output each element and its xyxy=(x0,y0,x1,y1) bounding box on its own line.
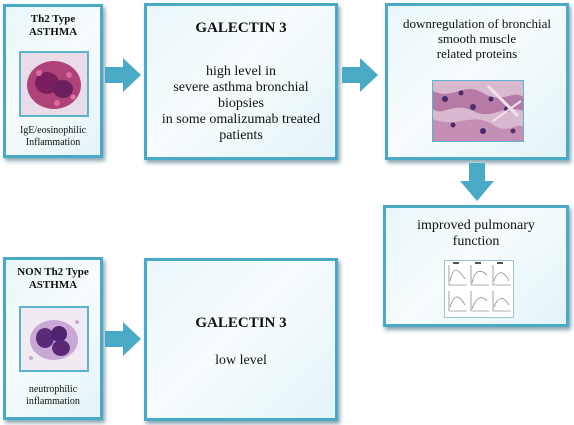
lung-function-plots xyxy=(444,260,514,318)
non-th2-title-line2: ASTHMA xyxy=(28,279,78,291)
non-th2-asthma-box: NON Th2 Type ASTHMA neutrophilic inflamm… xyxy=(3,257,103,420)
galectin-high-title: GALECTIN 3 xyxy=(195,20,287,36)
downregulation-line-3: related proteins xyxy=(436,46,518,61)
downregulation-line-2: smooth muscle xyxy=(437,31,517,46)
downregulation-box: downregulation of bronchial smooth muscl… xyxy=(385,3,569,160)
histology-image xyxy=(433,81,523,141)
right-arrow-2 xyxy=(342,58,378,92)
spirometry-graphs-image xyxy=(445,261,513,317)
non-th2-caption-line1: neutrophilic xyxy=(28,384,78,395)
right-arrow-1 xyxy=(105,58,141,92)
th2-title: Th2 Type ASTHMA xyxy=(6,13,100,39)
galectin-high-line-2: severe asthma bronchial xyxy=(173,80,309,95)
downregulation-text: downregulation of bronchial smooth muscl… xyxy=(388,16,566,61)
pulmonary-line-2: function xyxy=(452,234,500,249)
smooth-muscle-micrograph xyxy=(432,80,524,142)
right-arrow-3 xyxy=(105,322,141,356)
th2-title-line2: ASTHMA xyxy=(28,26,78,38)
down-arrow xyxy=(460,163,494,201)
galectin-high-text: high level in severe asthma bronchial bi… xyxy=(147,64,335,144)
neutrophil-micrograph xyxy=(19,306,89,372)
neutrophil-cell-image xyxy=(21,308,87,370)
eosinophil-cell-image xyxy=(21,53,87,115)
th2-asthma-box: Th2 Type ASTHMA IgE/eosinophilic Inflamm… xyxy=(3,4,103,158)
non-th2-title: NON Th2 Type ASTHMA xyxy=(6,266,100,292)
galectin-low-text: low level xyxy=(215,353,267,368)
galectin-low-title: GALECTIN 3 xyxy=(195,315,287,331)
non-th2-caption: neutrophilic inflammation xyxy=(6,384,100,408)
pulmonary-text: improved pulmonary function xyxy=(386,218,566,250)
galectin-high-line-1: high level in xyxy=(206,64,276,79)
th2-caption-line1: IgE/eosinophilic xyxy=(19,125,87,136)
galectin-high-line-4: in some omalizumab treated xyxy=(161,112,321,127)
downregulation-line-1: downregulation of bronchial xyxy=(402,16,551,31)
th2-caption: IgE/eosinophilic Inflammation xyxy=(6,125,100,149)
non-th2-title-line1: NON Th2 Type xyxy=(17,266,89,278)
th2-title-line1: Th2 Type xyxy=(30,13,76,25)
th2-caption-line2: Inflammation xyxy=(25,137,81,148)
pulmonary-line-1: improved pulmonary xyxy=(417,218,535,233)
galectin-high-box: GALECTIN 3 high level in severe asthma b… xyxy=(144,3,338,160)
pulmonary-function-box: improved pulmonary function xyxy=(383,205,569,327)
galectin-high-line-5: patients xyxy=(219,128,263,143)
galectin-high-line-3: biopsies xyxy=(218,96,264,111)
eosinophil-micrograph xyxy=(19,51,89,117)
non-th2-caption-line2: inflammation xyxy=(26,396,80,407)
galectin-low-box: GALECTIN 3 low level xyxy=(144,258,338,421)
